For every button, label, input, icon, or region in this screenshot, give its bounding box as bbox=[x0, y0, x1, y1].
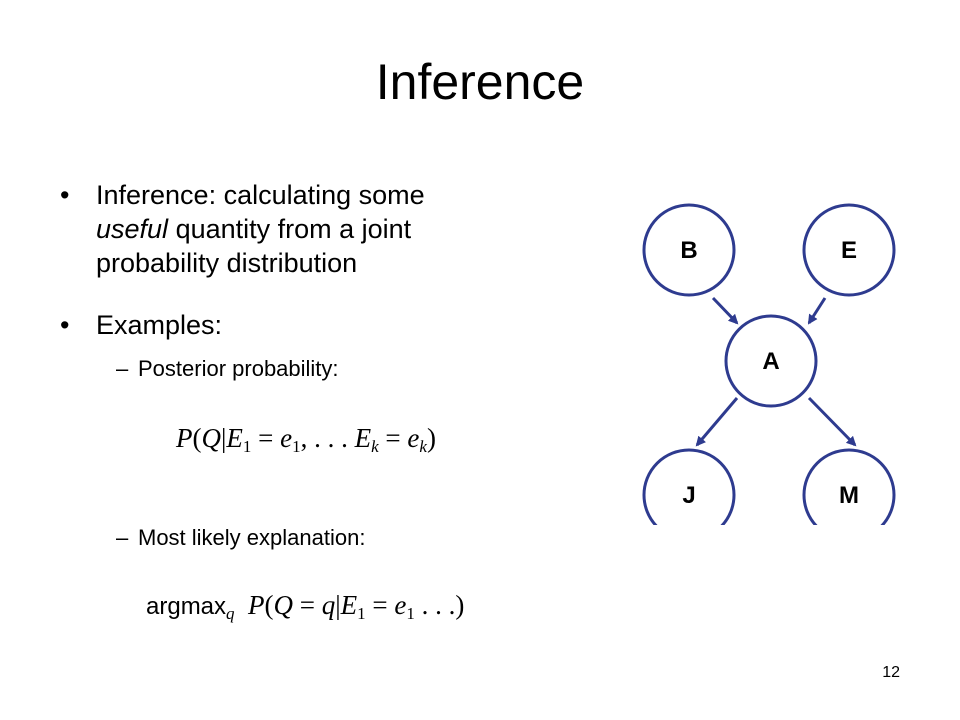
posterior-formula: P(Q|E1 = e1, . . . Ek = ek) bbox=[176, 423, 436, 456]
edge-a-j bbox=[695, 397, 739, 447]
bullet-dot: • bbox=[60, 310, 70, 340]
node-b-label: B bbox=[680, 237, 697, 264]
bullet-line: quantity from a joint bbox=[168, 214, 412, 244]
bullet-text: Inference: calculating some useful quant… bbox=[96, 178, 550, 280]
bullet-dot: • bbox=[60, 180, 70, 210]
node-m: M bbox=[802, 448, 896, 525]
node-e-label: E bbox=[841, 237, 857, 264]
sub-bullet-posterior: –Posterior probability: bbox=[116, 355, 339, 383]
bullet-inference: • Inference: calculating some useful qua… bbox=[60, 178, 550, 280]
edge-a-m bbox=[807, 396, 857, 447]
bullet-examples: • Examples: bbox=[60, 308, 550, 342]
bullet-line: probability distribution bbox=[96, 248, 358, 278]
node-a: A bbox=[724, 314, 818, 408]
mle-formula: argmaxq P(Q = q|E1 = e1 . . .) bbox=[146, 590, 465, 623]
node-j-label: J bbox=[682, 482, 695, 509]
node-j: J bbox=[642, 448, 736, 525]
sub-bullet-explanation: –Most likely explanation: bbox=[116, 524, 365, 552]
sub-bullet-text: Posterior probability: bbox=[138, 356, 339, 381]
bayes-network-diagram: B E A J M bbox=[642, 203, 896, 525]
sub-bullet-dash: – bbox=[116, 525, 129, 550]
bullet-text: Examples: bbox=[96, 310, 223, 340]
slide-title: Inference bbox=[375, 54, 585, 110]
sub-bullet-text: Most likely explanation: bbox=[138, 525, 366, 550]
bullet-line: Inference: calculating some bbox=[96, 180, 425, 210]
node-e: E bbox=[802, 203, 896, 297]
node-m-label: M bbox=[839, 482, 859, 509]
emphasis-text: useful bbox=[96, 214, 169, 244]
node-a-label: A bbox=[762, 348, 779, 375]
edge-e-a bbox=[807, 297, 827, 325]
sub-bullet-dash: – bbox=[116, 356, 129, 381]
page-number: 12 bbox=[882, 664, 900, 681]
node-b: B bbox=[642, 203, 736, 297]
edge-b-a bbox=[711, 296, 739, 325]
